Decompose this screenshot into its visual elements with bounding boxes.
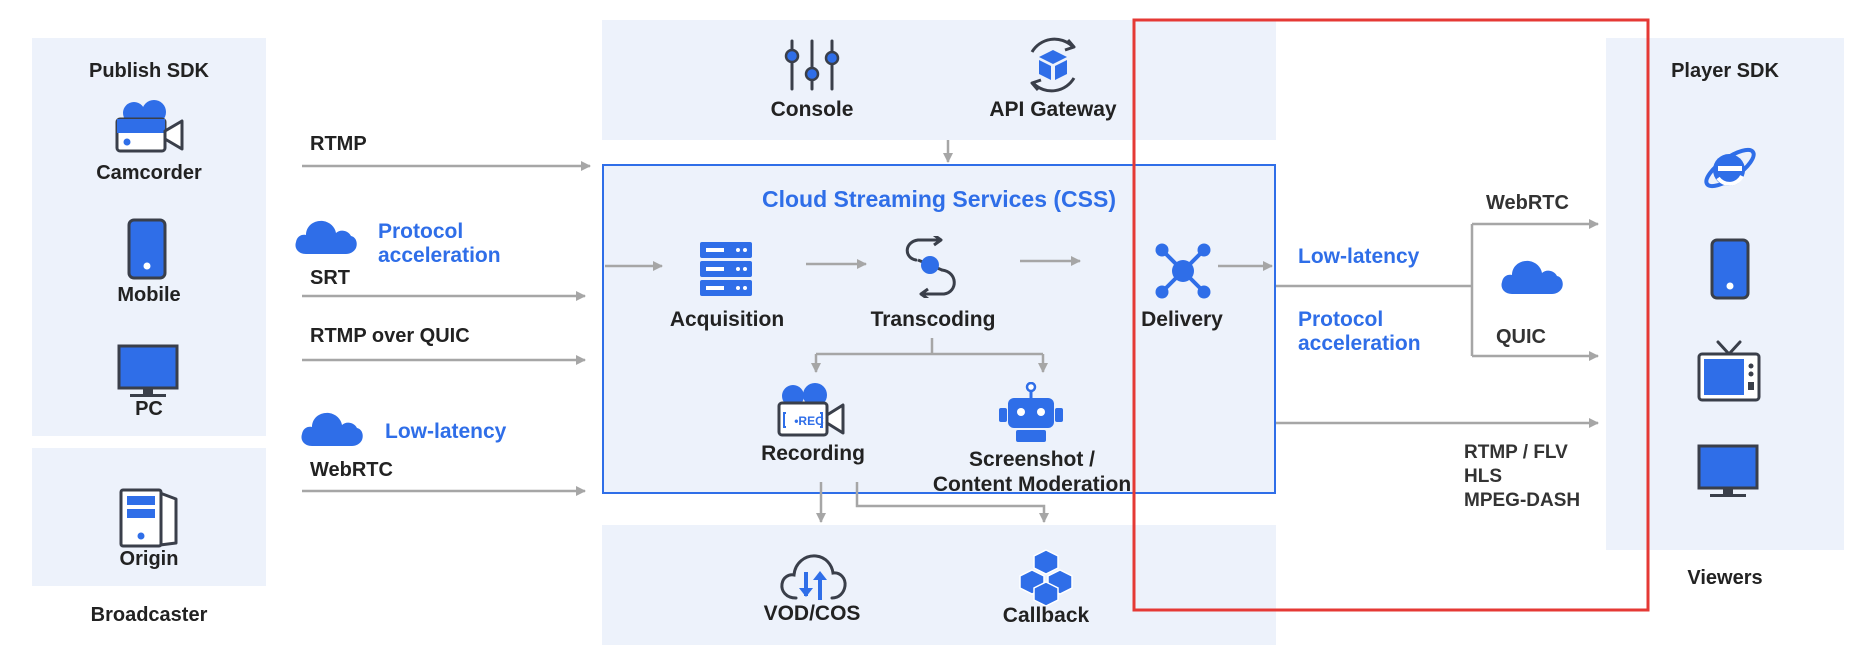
api-gateway-label: API Gateway xyxy=(989,98,1117,121)
callback-cubes-icon xyxy=(1019,549,1073,606)
publish-sdk-title: Publish SDK xyxy=(88,60,209,82)
ingest-rtmp-label: RTMP xyxy=(310,133,367,155)
console-label: Console xyxy=(770,98,854,121)
content-moderation-label: Content Moderation xyxy=(932,473,1132,496)
egress-protocol-acceleration: Protocol acceleration xyxy=(1298,308,1421,355)
arrow-transcoding-branches xyxy=(816,338,1043,356)
egress-quic-label: QUIC xyxy=(1496,326,1546,348)
pc-label: PC xyxy=(135,398,163,420)
cloud-icon xyxy=(1501,260,1563,294)
origin-server-icon xyxy=(119,488,178,548)
origin-label: Origin xyxy=(119,548,179,570)
viewer-mobile-icon xyxy=(1710,238,1750,300)
ingest-webrtc-label: WebRTC xyxy=(310,459,393,481)
robot-icon xyxy=(999,382,1063,442)
cloud-icon xyxy=(301,412,363,446)
ingest-low-latency: Low-latency xyxy=(385,420,507,443)
callback-label: Callback xyxy=(1002,604,1090,627)
css-title: Cloud Streaming Services (CSS) xyxy=(761,186,1117,212)
delivery-label: Delivery xyxy=(1141,308,1223,331)
console-sliders-icon xyxy=(784,39,840,91)
screenshot-label: Screenshot / xyxy=(968,448,1096,471)
css-panel xyxy=(602,164,1276,494)
recording-rec-badge: •REC xyxy=(794,414,824,428)
broadcaster-caption: Broadcaster xyxy=(90,604,208,626)
acquisition-label: Acquisition xyxy=(669,308,785,331)
api-gateway-icon xyxy=(1030,37,1076,93)
camcorder-label: Camcorder xyxy=(96,162,202,184)
viewers-caption: Viewers xyxy=(1687,567,1763,589)
egress-format-rtmp-flv: RTMP / FLV xyxy=(1464,442,1568,463)
vod-cos-label: VOD/COS xyxy=(763,602,861,625)
camcorder-icon xyxy=(115,100,184,153)
cloud-icon xyxy=(295,220,357,254)
tv-icon xyxy=(1697,340,1761,402)
browser-ie-icon xyxy=(1704,147,1756,189)
ingest-protocol-acceleration: Protocol acceleration xyxy=(378,220,501,267)
monitor-icon xyxy=(1697,444,1759,497)
delivery-network-icon xyxy=(1155,243,1211,299)
egress-low-latency: Low-latency xyxy=(1298,245,1420,268)
mobile-icon xyxy=(127,218,167,280)
egress-format-hls: HLS xyxy=(1464,466,1502,487)
recording-camera-icon xyxy=(777,383,845,437)
ingest-rtmp-over-quic-label: RTMP over QUIC xyxy=(310,325,470,347)
ingest-srt-label: SRT xyxy=(310,267,350,289)
management-panel xyxy=(602,20,1276,140)
player-sdk-title: Player SDK xyxy=(1671,60,1779,82)
storage-panel xyxy=(602,525,1276,645)
arrow-recording-to-callback xyxy=(855,482,1049,523)
delivery-highlight-box xyxy=(1132,18,1650,612)
transcoding-label: Transcoding xyxy=(870,308,996,331)
mobile-label: Mobile xyxy=(117,284,181,306)
pc-icon xyxy=(117,344,179,397)
transcoding-icon xyxy=(905,236,956,298)
arrow-egress-split xyxy=(1276,224,1474,356)
acquisition-server-icon xyxy=(700,242,752,296)
egress-webrtc-label: WebRTC xyxy=(1486,192,1569,214)
recording-label: Recording xyxy=(761,442,865,465)
vod-cloud-icon xyxy=(780,554,847,600)
egress-format-mpeg-dash: MPEG-DASH xyxy=(1464,490,1581,511)
